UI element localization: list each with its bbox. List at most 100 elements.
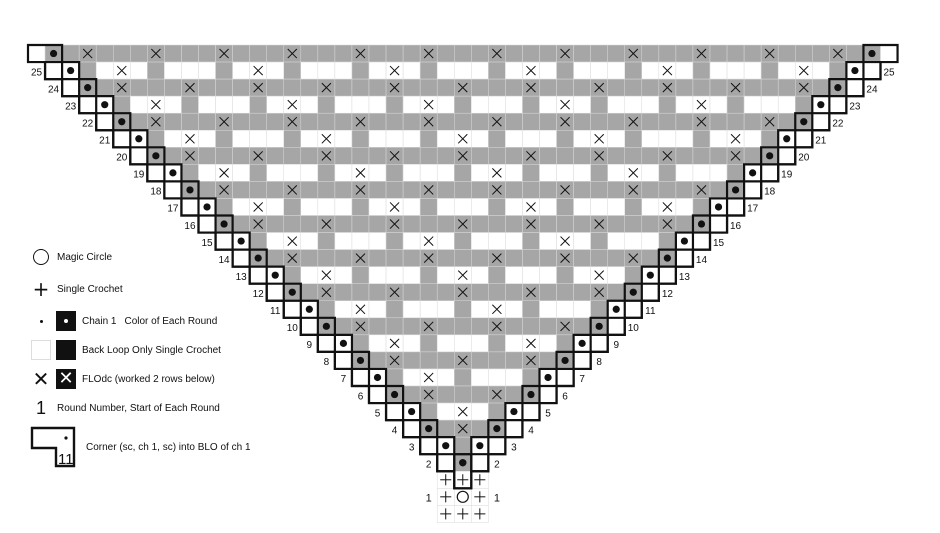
chart-cell [436, 181, 455, 199]
chart-cell [607, 112, 626, 131]
chart-cell [556, 130, 574, 148]
chart-cell [522, 44, 540, 63]
chain-dot-right [629, 288, 637, 296]
chart-cell [471, 453, 489, 472]
chart-cell [334, 181, 353, 199]
legend-blo-label: Back Loop Only Single Crochet [82, 344, 221, 356]
chart-cell [505, 112, 523, 131]
flodc-mark [423, 321, 434, 332]
flodc-mark [253, 82, 264, 93]
chart-cell [505, 164, 523, 182]
plus-icon: + [32, 277, 50, 301]
chart-cell [590, 232, 608, 250]
chart-cell [488, 368, 506, 387]
chart-cell [402, 283, 421, 302]
chart-cell [198, 147, 216, 165]
chart-cell [573, 300, 591, 319]
chart-cell [351, 334, 370, 353]
chart-cell [726, 61, 745, 80]
flodc-mark [594, 150, 605, 161]
chart-cell [368, 351, 387, 370]
round-number-left: 21 [99, 136, 111, 147]
chart-cell [419, 351, 438, 370]
chart-cell [402, 44, 421, 63]
chart-cell [539, 300, 557, 319]
flodc-mark [321, 133, 332, 144]
chain-dot-right [510, 407, 518, 416]
corner-outline-right [453, 453, 490, 490]
chart-cell [266, 147, 285, 165]
flodc-mark [355, 304, 366, 315]
chart-cell [454, 334, 472, 353]
chart-cell [709, 78, 728, 97]
chart-cell [573, 283, 591, 302]
legend-magic-circle-label: Magic Circle [57, 251, 113, 263]
chart-cell [624, 215, 643, 233]
chart-cell [334, 232, 353, 250]
chart-cell [249, 44, 267, 63]
chart-cell [385, 249, 404, 267]
chart-cell [863, 61, 881, 80]
chart-cell [812, 78, 830, 97]
chart-cell [300, 112, 319, 131]
chart-cell [471, 95, 489, 114]
flodc-mark [526, 338, 536, 349]
flodc-mark [662, 82, 673, 93]
flodc-mark [628, 167, 639, 178]
chart-cell [505, 317, 523, 336]
flodc-mark [628, 185, 639, 195]
chart-cell [590, 61, 608, 80]
round-number-left: 13 [236, 272, 248, 283]
chart-cell [249, 130, 267, 148]
chart-cell [130, 147, 148, 165]
chart-cell [726, 112, 745, 131]
chart-cell [317, 249, 336, 267]
chart-cell [471, 232, 489, 250]
chart-cell [760, 61, 779, 80]
chart-cell [402, 351, 421, 370]
chart-cell [539, 61, 557, 80]
chart-cell [368, 198, 387, 216]
chain-dot-left [84, 84, 92, 92]
chart-cell [385, 300, 404, 319]
chain-dot-left [442, 442, 450, 450]
chart-cell [198, 95, 216, 114]
chart-cell [607, 266, 626, 284]
chain-dot-left [237, 237, 245, 245]
chart-cell [419, 266, 438, 284]
chart-cell [692, 61, 711, 80]
chart-cell [522, 164, 540, 182]
chart-cell [436, 215, 455, 233]
flodc-mark [389, 202, 400, 212]
chart-cell [368, 78, 387, 97]
flodc-mark [696, 185, 707, 195]
chart-cell [436, 351, 455, 370]
chart-cell [692, 164, 711, 182]
chart-cell [505, 44, 523, 63]
chart-cell [624, 61, 643, 80]
chart-cell [334, 164, 353, 182]
chart-cell [505, 385, 523, 404]
flodc-mark [287, 116, 298, 127]
chart-cell [266, 78, 285, 97]
chart-cell [505, 249, 523, 267]
chart-cell [215, 78, 233, 97]
chart-cell [300, 78, 319, 97]
round-number-right: 25 [883, 67, 895, 78]
flodc-mark [730, 133, 741, 144]
chart-cell [368, 334, 387, 353]
chart-cell [505, 266, 523, 284]
round-number-left: 15 [201, 238, 213, 249]
chart-cell [692, 147, 711, 165]
flodc-mark [423, 372, 434, 383]
flodc-mark [594, 219, 605, 229]
chart-marks [26, 43, 899, 520]
legend-chain-label: Chain 1 [82, 315, 117, 327]
round-number-right: 9 [613, 340, 619, 351]
chart-cell [556, 164, 574, 182]
chart-cell [573, 317, 591, 336]
chart-cell [300, 130, 319, 148]
chart-cell [419, 283, 438, 302]
flodc-mark [594, 270, 605, 281]
flodc-mark [491, 48, 502, 59]
